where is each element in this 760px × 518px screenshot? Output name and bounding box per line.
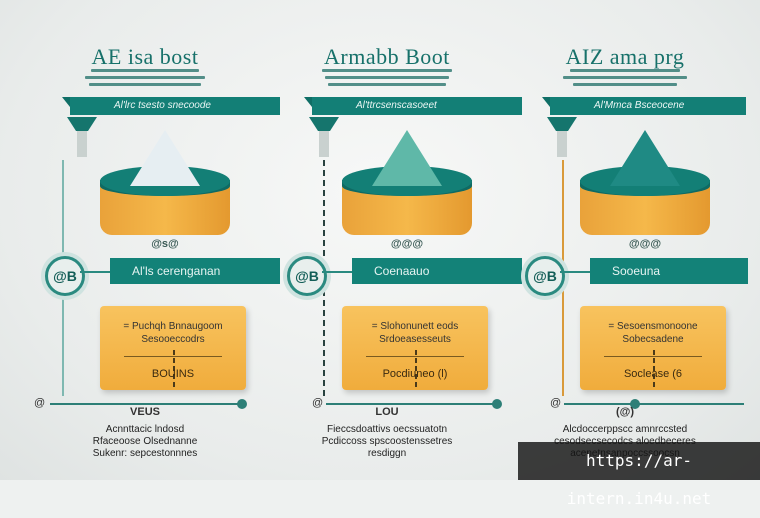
description-line: cesodsecsecodcs aloedbeceres [500, 436, 750, 448]
funnel-icon [543, 117, 583, 157]
cylinder-label: @@@ [628, 238, 662, 250]
subtitle-line [85, 76, 205, 79]
axis-dot [492, 399, 502, 409]
subtitle-line [570, 69, 680, 72]
column-title: AE isa bost [91, 44, 199, 69]
card-line-3: Soclease (6 [623, 368, 683, 380]
column-title: AIZ ama prg [565, 44, 685, 69]
cone-icon [372, 130, 442, 186]
description-line: Rfaceoose Olsednanne [92, 436, 198, 447]
description-line: Pcdiccoss spscoostenssetres [321, 436, 453, 447]
column-banner: Al'Mmca Bsceocene [550, 97, 746, 115]
card-line-2: Sobecsadene [622, 334, 684, 345]
cylinder-label: @@@ [390, 238, 424, 250]
column-description: Acnnttacic lndosd Rfaceoose Olsednanne S… [20, 424, 270, 460]
card-line-2: Sesooeccodrs [141, 334, 205, 345]
subtitle-line [325, 76, 449, 79]
cylinder-graphic [580, 130, 710, 242]
column-banner: Al'lrc tsesto snecoode [70, 97, 280, 115]
column-3: AIZ ama prg Al'Mmca Bsceocene @@@ @B Soo… [500, 0, 750, 480]
card-dash [173, 350, 175, 390]
description-line: Fieccsdoattivs oecssuatotn [326, 424, 448, 435]
axis-left-label: @ [34, 397, 46, 409]
info-card: = Puchqh Bnnaugoom Sesooeccodrs BOUINS [100, 306, 246, 390]
column-band: Coenaauo [352, 258, 522, 284]
step-badge: @B [45, 256, 85, 296]
description-line: Acnnttacic lndosd [105, 424, 185, 435]
watermark-url: https://ar-intern.in4u.net [518, 442, 760, 508]
subtitle-line [322, 69, 452, 72]
axis-dot [630, 399, 640, 409]
badge-connector [80, 271, 112, 273]
column-1: AE isa bost Al'lrc tsesto snecoode @s@ @… [20, 0, 280, 480]
badge-connector [322, 271, 354, 273]
column-description: Fieccsdoattivs oecssuatotn Pcdiccoss sps… [262, 424, 512, 460]
subtitle-line [563, 76, 687, 79]
cylinder-graphic [100, 130, 230, 242]
funnel-icon [63, 117, 103, 157]
card-line-3: Pocdiuneo (l) [382, 368, 448, 380]
column-band: Al'ls cerenganan [110, 258, 280, 284]
subtitle-line [573, 83, 677, 86]
cylinder-label: @s@ [151, 238, 179, 250]
axis-mid-label: (@) [615, 406, 635, 418]
subtitle-line [328, 83, 446, 86]
card-line-2: Srdoeasesseuts [379, 334, 451, 345]
column-title: Armabb Boot [324, 44, 450, 69]
axis-dot [237, 399, 247, 409]
cylinder-graphic [342, 130, 472, 242]
card-line-1: = Puchqh Bnnaugoom [123, 321, 223, 332]
cone-icon [610, 130, 680, 186]
axis-left-label: @ [550, 397, 562, 409]
step-badge: @B [287, 256, 327, 296]
axis-line [326, 403, 496, 405]
info-card: = Sesoensmonoone Sobecsadene Soclease (6 [580, 306, 726, 390]
axis-line [50, 403, 242, 405]
axis-line [564, 403, 744, 405]
column-band: Sooeuna [590, 258, 748, 284]
description-line: Alcdoccerppscc amnrccsted [562, 424, 688, 435]
info-card: = Slohonunett eods Srdoeasesseuts Pocdiu… [342, 306, 488, 390]
description-line: resdiggn [367, 448, 407, 459]
subtitle-line [89, 83, 201, 86]
funnel-icon [305, 117, 345, 157]
card-line-1: = Slohonunett eods [371, 321, 459, 332]
card-line-1: = Sesoensmonoone [608, 321, 698, 332]
card-dash [415, 350, 417, 390]
column-banner: Al'ttrcsenscasoeet [312, 97, 522, 115]
column-2: Armabb Boot Al'ttrcsenscasoeet @@@ @B Co… [262, 0, 522, 480]
description-line: Sukenr: sepcestonnnes [92, 448, 198, 459]
subtitle-line [91, 69, 199, 72]
axis-left-label: @ [312, 397, 324, 409]
cone-icon [130, 130, 200, 186]
axis-mid-label: LOU [375, 406, 399, 418]
card-line-3: BOUINS [151, 368, 195, 380]
card-dash [653, 350, 655, 390]
step-badge: @B [525, 256, 565, 296]
badge-connector [560, 271, 592, 273]
axis-mid-label: VEUS [130, 406, 160, 418]
